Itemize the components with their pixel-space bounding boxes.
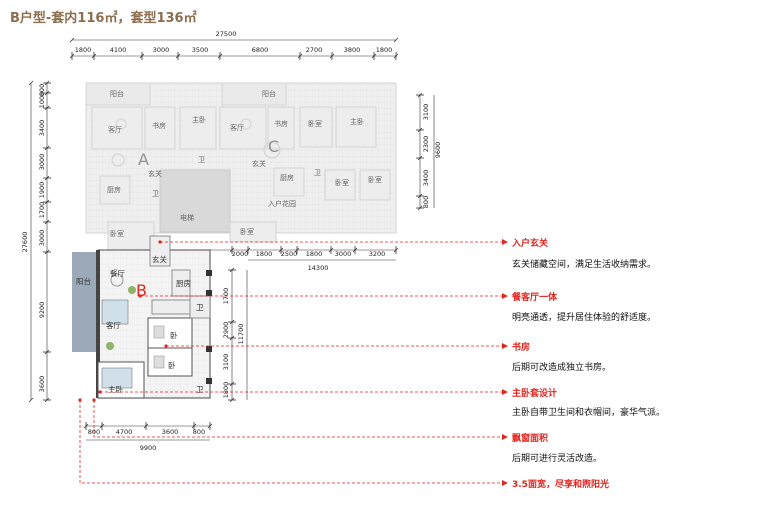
room-label: 厨房 [176, 278, 191, 288]
dim-top-total: 27500 [216, 30, 237, 38]
dim-label: 2000 [232, 250, 249, 258]
dimension-ticks [28, 37, 424, 430]
annotation-desc: 玄关储藏空间，满足生活收纳需求。 [512, 258, 656, 270]
room-label: 玄关 [152, 254, 167, 264]
unit-a-label: A [138, 150, 149, 169]
dim-label: 3100 [422, 104, 430, 121]
annotation-desc: 后期可改造成独立书房。 [512, 361, 611, 373]
dimension-tick [393, 37, 399, 43]
unit-c-label: C [268, 137, 279, 156]
room-label: 主卧 [108, 384, 123, 394]
dim-label: 3400 [422, 170, 430, 187]
dim-label: 3000 [38, 230, 46, 247]
room-label: 玄关 [148, 169, 162, 178]
unit-b-plan: B 阳台 餐厅 客厅 厨房 玄关 卫 卫 卧 卧 主卧 [72, 235, 212, 399]
dim-label: 800 [193, 428, 205, 436]
annotation-leaders [79, 241, 502, 484]
room-label: 卫 [198, 156, 205, 164]
annotation-title: 主卧套设计 [512, 387, 557, 399]
dim-label: 3600 [162, 428, 179, 436]
room-label: 卧 [170, 331, 178, 340]
annotation-desc: 后期可进行灵活改造。 [512, 452, 602, 464]
dim-label: 3000 [335, 250, 352, 258]
dim-label: 3500 [192, 46, 209, 54]
room-label: 电梯 [180, 213, 194, 222]
room-label: 厨房 [107, 185, 121, 194]
dim-bottom-total: 9900 [140, 444, 157, 452]
room-label: 卧室 [368, 175, 382, 184]
annotation-title: 书房 [512, 341, 530, 353]
dim-unit-right-total: 11700 [237, 324, 245, 345]
room-label: 餐厅 [110, 269, 125, 278]
dim-label: 1800 [306, 250, 323, 258]
dim-label: 3000 [153, 46, 170, 54]
dim-label: 3600 [38, 376, 46, 393]
dim-right-total: 9600 [434, 142, 442, 159]
dim-label: 4700 [116, 428, 133, 436]
room-label: 玄关 [252, 159, 266, 168]
dim-label: 800 [38, 84, 46, 96]
room-label: 卫 [196, 385, 204, 394]
room-label: 卫 [314, 169, 321, 177]
dimension-tick [28, 80, 34, 86]
dim-label: 3400 [38, 120, 46, 137]
dim-label: 2900 [222, 322, 230, 339]
dim-label: 1000 [38, 92, 46, 109]
dim-label: 4100 [110, 46, 127, 54]
dim-label: 2700 [306, 46, 323, 54]
room-label: 厨房 [280, 173, 294, 182]
room-label: 卧室 [110, 229, 124, 238]
dimension-lines [30, 39, 435, 441]
dim-label: 3200 [369, 250, 386, 258]
annotation-desc: 明亮通透，提升居住体验的舒适度。 [512, 311, 656, 323]
room-label: 卫 [152, 190, 159, 198]
room-label: 书房 [152, 121, 166, 130]
room-label: 客厅 [230, 123, 244, 132]
room-label: 阳台 [262, 89, 276, 98]
room-label: 卧室 [308, 119, 322, 128]
dim-label: 3100 [222, 354, 230, 371]
dim-label: 2500 [281, 250, 298, 258]
annotation-title: 入户玄关 [511, 237, 548, 249]
dim-label: 1700 [38, 202, 46, 219]
dim-label: 1800 [222, 382, 230, 399]
annotation-title: 飘窗面积 [512, 432, 548, 444]
dim-label: 6800 [252, 46, 269, 54]
annotation-arrows [78, 239, 508, 486]
room-label: 客厅 [106, 320, 121, 330]
annotation-title: 餐客厅一体 [511, 291, 558, 303]
dim-label: 1800 [256, 250, 273, 258]
dim-label: 3800 [344, 46, 361, 54]
dim-label: 1900 [38, 182, 46, 199]
upper-building: A C 阳台 阳台 客厅 书房 主卧 客厅 书房 卧室 主卧 厨房 玄关 卫 卫… [85, 82, 397, 253]
dim-label: 3000 [38, 154, 46, 171]
dim-left-total: 27600 [21, 232, 29, 253]
dim-label: 1800 [376, 46, 393, 54]
room-label: 阳台 [110, 89, 124, 98]
room-label: 卧室 [240, 227, 254, 236]
dimension-tick [69, 37, 75, 43]
annotations: 入户玄关 玄关储藏空间，满足生活收纳需求。 餐客厅一体 明亮通透，提升居住体验的… [511, 237, 665, 490]
page-title: B户型-套内116㎡，套型136㎡ [10, 11, 197, 26]
room-label: 卫 [196, 303, 204, 312]
dim-label: 9200 [38, 302, 46, 319]
room-label: 卧室 [335, 178, 349, 187]
dim-label: 800 [422, 196, 430, 208]
annotation-desc: 主卧自带卫生间和衣帽间，豪华气派。 [512, 406, 665, 418]
room-label: 主卧 [192, 115, 206, 124]
room-label: 客厅 [108, 125, 122, 134]
unit-b-label: B [136, 281, 147, 300]
room-label: 阳台 [76, 276, 91, 286]
dim-label: 2300 [422, 136, 430, 153]
annotation-title: 3.5面宽，尽享和煦阳光 [512, 478, 609, 490]
dimension-tick [28, 397, 34, 403]
dim-mid-total: 14300 [308, 264, 329, 272]
room-label: 入户花园 [268, 199, 296, 208]
room-label: 卧 [168, 361, 176, 370]
dim-label: 1800 [75, 46, 92, 54]
room-label: 主卧 [350, 117, 364, 126]
room-label: 书房 [274, 119, 288, 128]
